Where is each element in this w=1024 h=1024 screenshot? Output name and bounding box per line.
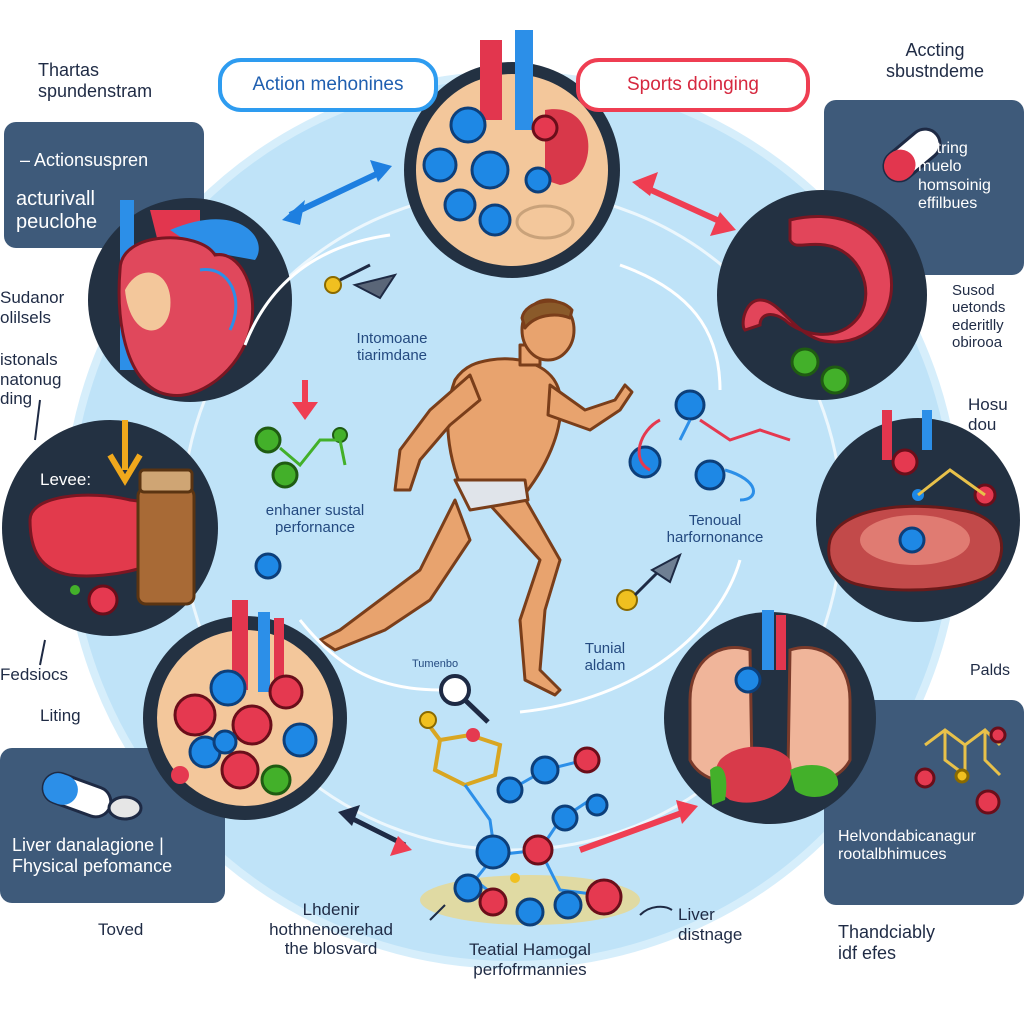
- stomach-icon: [717, 190, 927, 400]
- center-label-1: Intomoane tiarimdane: [356, 330, 428, 365]
- label-bottom-right: Thandciably idf efes: [838, 922, 936, 963]
- center-label-3: Tenoual harfornonance: [666, 512, 764, 547]
- magnifier-icon: [439, 674, 490, 724]
- sports-doping-pill: Sports doinging: [576, 58, 810, 112]
- leader-line: [639, 905, 673, 916]
- runner-figure: [318, 298, 634, 697]
- steak-icon: [816, 410, 1020, 622]
- molecule-icon: [914, 726, 1007, 815]
- lungs-icon: [664, 610, 876, 824]
- right-panel-top-text: Actring muelo homsoinig effilbues: [918, 140, 991, 213]
- label-bottom-center-left: Lhdenir hothnenoerehad the blosvard: [269, 900, 393, 959]
- action-mechanism-pill: Action mehonines: [218, 58, 438, 112]
- label-toved: Toved: [98, 920, 144, 939]
- leader-line: [429, 904, 446, 921]
- capsule-icon: [882, 127, 942, 183]
- label-liting: Liting: [40, 706, 81, 725]
- label-fedsiocs: Fedsiocs: [0, 665, 69, 684]
- arrow-icon: [243, 160, 742, 856]
- label-left-side-a: Sudanor olilsels: [0, 288, 65, 327]
- molecule-icon: [254, 263, 791, 611]
- center-label-5: Tumenbo: [412, 658, 459, 670]
- label-right-side-a: Susod uetonds ederitlly obirooa: [952, 282, 1006, 351]
- leader-line: [34, 399, 41, 441]
- left-panel-body: acturivall peuclohe: [16, 188, 98, 233]
- label-bottom-liver: Liver distnage: [678, 905, 743, 944]
- arrow-icon: [107, 420, 143, 486]
- bottom-left-panel-text: Liver danalagione | Fhysical pefomance: [12, 835, 173, 876]
- label-left-side-b: istonals natonug ding: [0, 350, 62, 409]
- leader-line: [39, 639, 46, 666]
- pill-label: Action mehonines: [252, 74, 404, 95]
- label-right-side-b: Hosu dou: [968, 395, 1008, 434]
- pill-icon: [41, 771, 143, 821]
- panel-bottom-right: [824, 700, 1024, 905]
- blood-vessel-icon: [143, 600, 347, 820]
- right-panel-bottom-text: Helvondabicanagur rootalbhimuces: [838, 828, 976, 864]
- center-label-4: Tunial aldam: [584, 640, 626, 675]
- center-label-2: enhaner sustal perfornance: [265, 502, 365, 537]
- heart-icon: [88, 198, 292, 402]
- label-liver: Levee:: [40, 470, 92, 489]
- pill-label: Sports doinging: [626, 74, 760, 95]
- left-panel-title: – Actionsuspren: [20, 150, 149, 170]
- label-palds: Palds: [970, 662, 1011, 679]
- label-top-left: Thartas spundenstram: [38, 60, 153, 101]
- label-bottom-center: Teatial Hamogal perfofrmannies: [469, 940, 591, 979]
- label-top-right: Accting sbustndeme: [885, 40, 985, 81]
- molecule-icon: [419, 711, 640, 927]
- jar-icon: [136, 468, 196, 606]
- blood-vessel-icon: [404, 30, 620, 278]
